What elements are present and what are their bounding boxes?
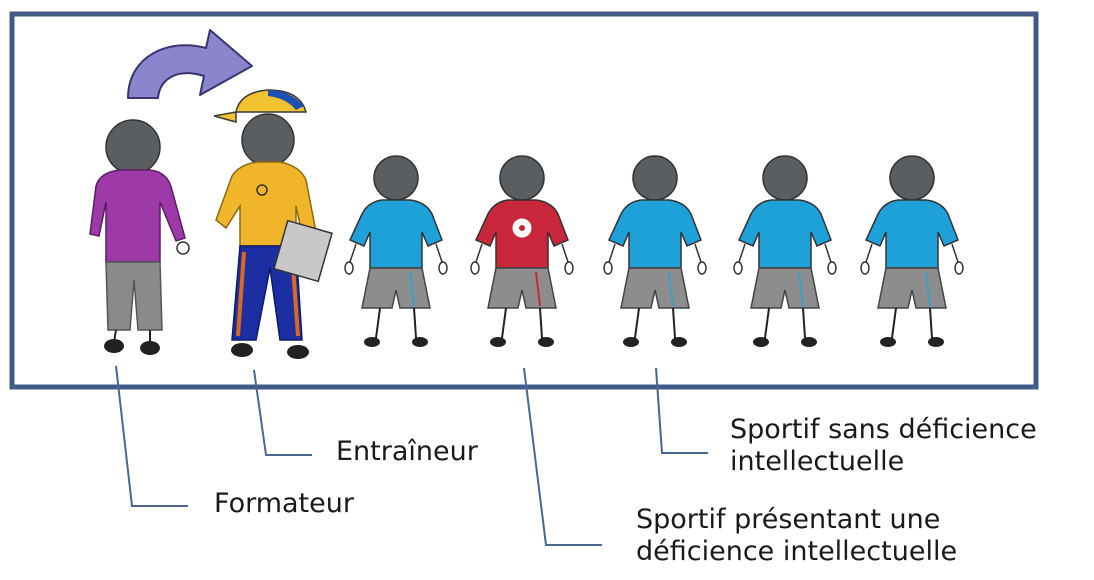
leader-line-entraineur (253, 369, 312, 456)
label-formateur: Formateur (214, 488, 354, 519)
label-sportif-sans-line2: intellectuelle (730, 446, 905, 477)
label-entraineur: Entraîneur (336, 436, 478, 467)
athlete-4-figure (860, 155, 964, 347)
leader-lines (115, 365, 708, 546)
athlete-2-figure (603, 155, 707, 347)
label-sportif-deficience-line1: Sportif présentant une (636, 504, 941, 535)
label-sportif-sans-line1: Sportif sans déficience (730, 414, 1037, 445)
label-sportif-deficience-line2: déficience intellectuelle (636, 536, 958, 567)
leader-line-formateur (115, 365, 188, 507)
athletes-row (344, 155, 964, 347)
formateur-figure (89, 119, 190, 355)
entraineur-figure (213, 89, 333, 359)
rotation-arrow (127, 29, 253, 99)
athlete-3-figure (733, 155, 837, 347)
athlete-1-figure (344, 155, 448, 347)
athlete-with-id-figure (470, 155, 574, 347)
label-sportif-deficience: Sportif présentant une déficience intell… (636, 504, 957, 568)
leader-line-sportif-sans (655, 367, 708, 454)
label-sportif-sans-deficience: Sportif sans déficience intellectuelle (730, 414, 1037, 478)
leader-line-sportif-id (523, 367, 602, 546)
